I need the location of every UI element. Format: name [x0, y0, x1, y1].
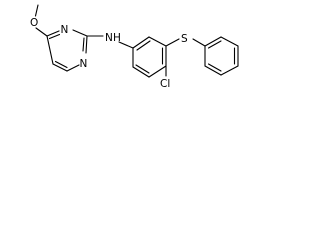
bond-methyl-oxygen [34, 4, 39, 17]
bond-n3-c2 [72, 29, 88, 37]
atom-label-nitrogen-ring: N [80, 58, 88, 70]
bond-ring-b-2-3 [220, 36, 239, 47]
bond-ring-a-5-6-inner [135, 64, 150, 74]
atom-label-chlorine: Cl [160, 78, 170, 90]
bond-n1-c6 [66, 64, 80, 72]
chemical-structure: O N N N H S Cl [30, 4, 239, 90]
bond-c5-c4 [46, 35, 54, 65]
bond-c4-n3 [46, 30, 60, 37]
bond-c6-c5-double [54, 60, 68, 69]
bond-ring-b-5-6 [204, 65, 222, 76]
bond-sulfur-ring-b [192, 38, 206, 47]
bond-ring-b-1-2-inner [207, 40, 222, 49]
bond-ring-b-4-5 [220, 65, 239, 76]
bond-ring-a-2-3 [148, 36, 167, 47]
bond-c2-n1-double [82, 37, 85, 52]
bond-ring-a-sulfur [165, 38, 180, 47]
bond-nh-c1prime [118, 41, 134, 49]
bond-ring-a-5-6 [132, 66, 150, 78]
bond-c6-c5 [52, 63, 68, 72]
bond-c2-n1 [85, 35, 88, 54]
atom-label-nitrogen-ring: N [61, 24, 69, 36]
bond-c4-n3-double [48, 33, 61, 40]
atom-label-sulfur: S [181, 33, 188, 45]
bond-ring-a-4-5 [148, 65, 167, 78]
bond-ring-b-1-2 [204, 36, 222, 47]
bond-oxygen-c4 [35, 27, 48, 37]
bond-ring-b-5-6-inner [207, 63, 222, 72]
bond-ring-a-1-2-inner [136, 40, 151, 51]
atom-label-oxygen: O [30, 17, 38, 29]
atom-label-nitrogen-amine: N [105, 32, 113, 44]
atom-label-hydrogen-amine: H [113, 32, 121, 44]
bond-ring-a-1-2 [132, 36, 150, 49]
